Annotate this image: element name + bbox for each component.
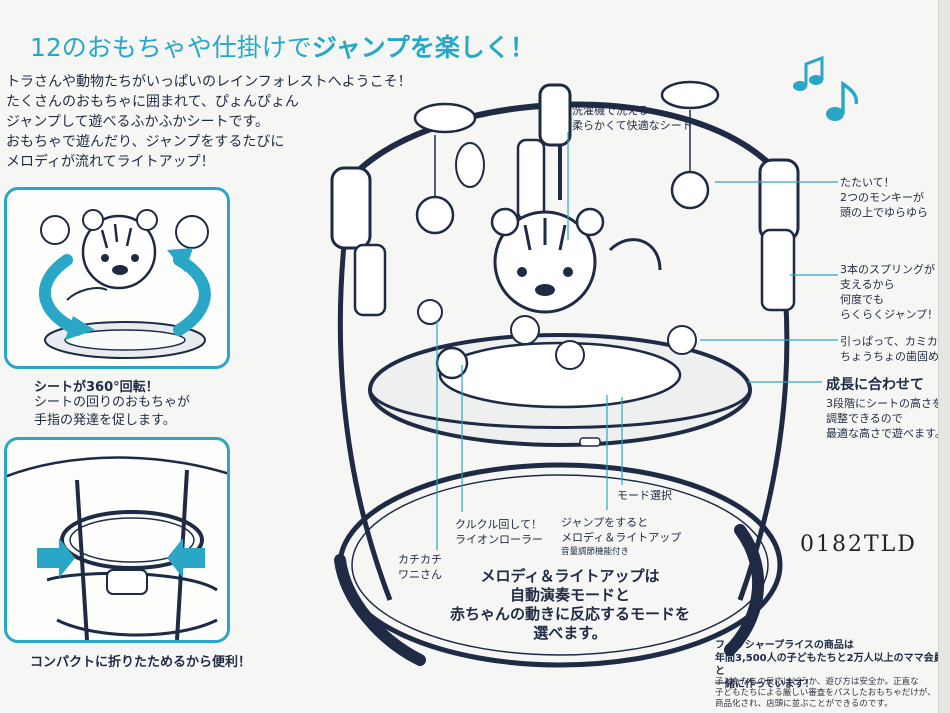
mode-description: メロディ＆ライトアップは 自動演奏モードと 赤ちゃんの動きに反応するモードを 選…: [425, 567, 715, 643]
growth-title: 成長に合わせて: [826, 377, 924, 393]
callout-melody: ジャンプをすると メロディ＆ライトアップ 音量調節機能付き: [561, 515, 681, 560]
fp-title-line: フィッシャープライスの商品は: [715, 640, 854, 651]
callout-line: 2つのモンキーが: [840, 191, 924, 204]
callout-line: 柔らかくて快適なシート: [572, 119, 693, 132]
fisher-price-body: 子どもたちの反応はどうか、遊び方は安全か。正直な 子どもたちによる厳しい審査をパ…: [715, 677, 936, 710]
growth-line: 調整できるので: [826, 412, 903, 425]
intro-line: メロディが流れてライトアップ！: [6, 154, 215, 170]
intro-line: おもちゃで遊んだり、ジャンプをするたびに: [6, 134, 285, 150]
fp-body-line: 商品化され、店頭に並ぶことができるのです。: [715, 699, 893, 709]
callout-line: ライオンローラー: [455, 533, 543, 546]
callout-line: たたいて！: [840, 176, 895, 189]
headline: 12のおもちゃや仕掛けでジャンプを楽しく！: [30, 28, 535, 64]
intro-line: トラさんや動物たちがいっぱいのレインフォレストへようこそ！: [6, 74, 412, 90]
headline-prefix: 12のおもちゃや仕掛けで: [30, 33, 312, 62]
fisher-price-title: フィッシャープライスの商品は 年間3,500人の子どもたちと2万人以上のママ会員…: [715, 639, 950, 691]
fp-body-line: 子どもたちによる厳しい審査をパスしたおもちゃだけが、: [715, 688, 936, 698]
callout-lion-roller: クルクル回して！ ライオンローラー: [455, 517, 543, 547]
callout-line: ジャンプをすると: [561, 516, 649, 529]
callout-line: らくらくジャンプ！: [840, 308, 939, 321]
rotate-title: シートが360°回転！: [34, 380, 159, 395]
growth-line: 最適な高さで遊べます。: [826, 427, 946, 440]
callout-line: メロディ＆ライトアップ: [561, 531, 682, 544]
rotate-arrows-icon: [38, 248, 211, 340]
intro-text: トラさんや動物たちがいっぱいのレインフォレストへようこそ！ たくさんのおもちゃに…: [6, 72, 426, 172]
rotating-seat-illustration: [4, 187, 230, 369]
callout-line: 支えるから: [840, 278, 895, 291]
fp-title-line: 年間3,500人の子どもたちと2万人以上のママ会員と: [715, 653, 944, 677]
callout-line: クルクル回して！: [455, 518, 543, 531]
callout-washable-seat: 洗濯機で洗える 柔らかくて快適なシート: [572, 103, 693, 133]
callout-mode-select: モード選択: [617, 489, 672, 502]
folding-illustration: [4, 437, 230, 643]
callout-springs: 3本のスプリングが 支えるから 何度でも らくらくジャンプ！: [840, 262, 938, 322]
callout-line: ワニさん: [398, 568, 442, 581]
callout-line: 頭の上でゆらゆら: [840, 206, 928, 219]
callout-line: 何度でも: [840, 293, 884, 306]
callout-line: 音量調節機能付き: [561, 547, 630, 557]
folding-drawing: [7, 456, 227, 640]
callout-crocodile: カチカチ ワニさん: [398, 552, 442, 582]
fold-arrows-icon: [37, 538, 205, 578]
mode-line: メロディ＆ライトアップは: [480, 567, 660, 585]
rotate-line2: 手指の発達を促します。: [34, 413, 176, 428]
headline-emphasis: ジャンプを楽しく！: [311, 33, 535, 62]
mode-line: 自動演奏モードと: [509, 586, 630, 604]
callout-line: ちょうちょの歯固め: [840, 350, 939, 363]
callout-line: カチカチ: [398, 553, 442, 566]
compact-caption: コンパクトに折りたためるから便利！: [30, 655, 252, 670]
intro-line: たくさんのおもちゃに囲まれて、ぴょんぴょん: [6, 94, 299, 110]
music-notes-icon: [793, 55, 859, 121]
growth-line: 3段階にシートの高さを: [826, 397, 943, 410]
callout-teether: 引っぱって、カミカミ！ ちょうちょの歯固め: [840, 334, 950, 364]
callout-monkeys: たたいて！ 2つのモンキーが 頭の上でゆらゆら: [840, 175, 928, 220]
intro-line: ジャンプして遊べるふかふかシートです。: [6, 114, 270, 130]
mode-line: 選べます。: [533, 624, 607, 642]
mode-line: 赤ちゃんの動きに反応するモードを: [449, 605, 690, 623]
callout-line: 3本のスプリングが: [840, 263, 935, 276]
rotate-line1: シートの回りのおもちゃが: [34, 395, 191, 410]
fp-title-line: 一緒に作っています！: [715, 679, 815, 690]
growth-body: 3段階にシートの高さを 調整できるので 最適な高さで遊べます。: [826, 396, 946, 441]
fp-body-line: 子どもたちの反応はどうか、遊び方は安全か。正直な: [715, 677, 919, 687]
rotating-seat-drawing: [38, 209, 211, 359]
product-code: 0182TLD: [800, 532, 917, 557]
callout-line: 洗濯機で洗える: [572, 104, 649, 117]
callout-line: 引っぱって、カミカミ！: [840, 335, 950, 348]
box-edge: [938, 0, 950, 713]
